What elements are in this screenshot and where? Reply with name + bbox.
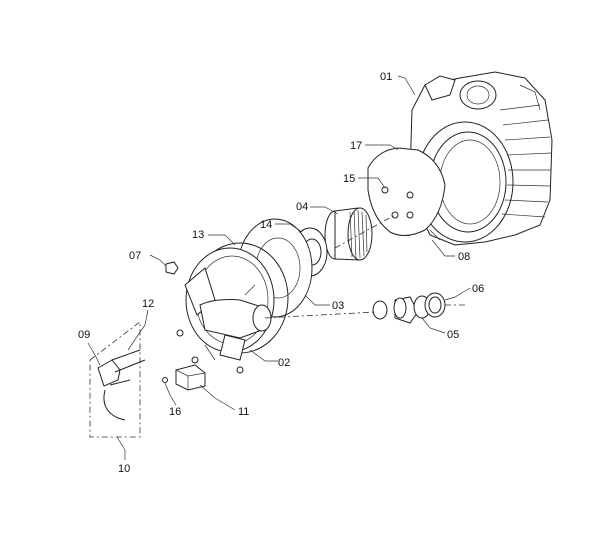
label-02: 02 [278, 357, 290, 369]
label-16: 16 [169, 406, 181, 418]
label-08: 08 [458, 251, 470, 263]
heat-exchanger-body [409, 71, 553, 246]
label-07: 07 [129, 250, 141, 262]
electrode-assembly [89, 321, 146, 438]
nut [165, 261, 179, 275]
label-01: 01 [380, 71, 392, 83]
label-13: 13 [192, 229, 204, 241]
label-12: 12 [142, 298, 154, 310]
label-03: 03 [332, 300, 344, 312]
ignition-transformer [162, 364, 206, 391]
label-14: 14 [260, 219, 272, 231]
label-15: 15 [343, 173, 355, 185]
venturi-seals [372, 292, 446, 324]
part-labels: 01 02 03 04 05 06 07 08 09 10 11 12 13 1… [78, 71, 484, 475]
label-11: 11 [238, 406, 249, 418]
rear-plate [367, 147, 446, 236]
label-04: 04 [296, 201, 308, 213]
burner-door [176, 247, 275, 374]
label-17: 17 [350, 140, 362, 152]
label-06: 06 [472, 283, 484, 295]
burner [324, 207, 373, 261]
label-09: 09 [78, 329, 90, 341]
label-05: 05 [447, 329, 459, 341]
label-10: 10 [118, 463, 130, 475]
leader-lines [87, 75, 471, 460]
assembly-axes [264, 214, 465, 319]
